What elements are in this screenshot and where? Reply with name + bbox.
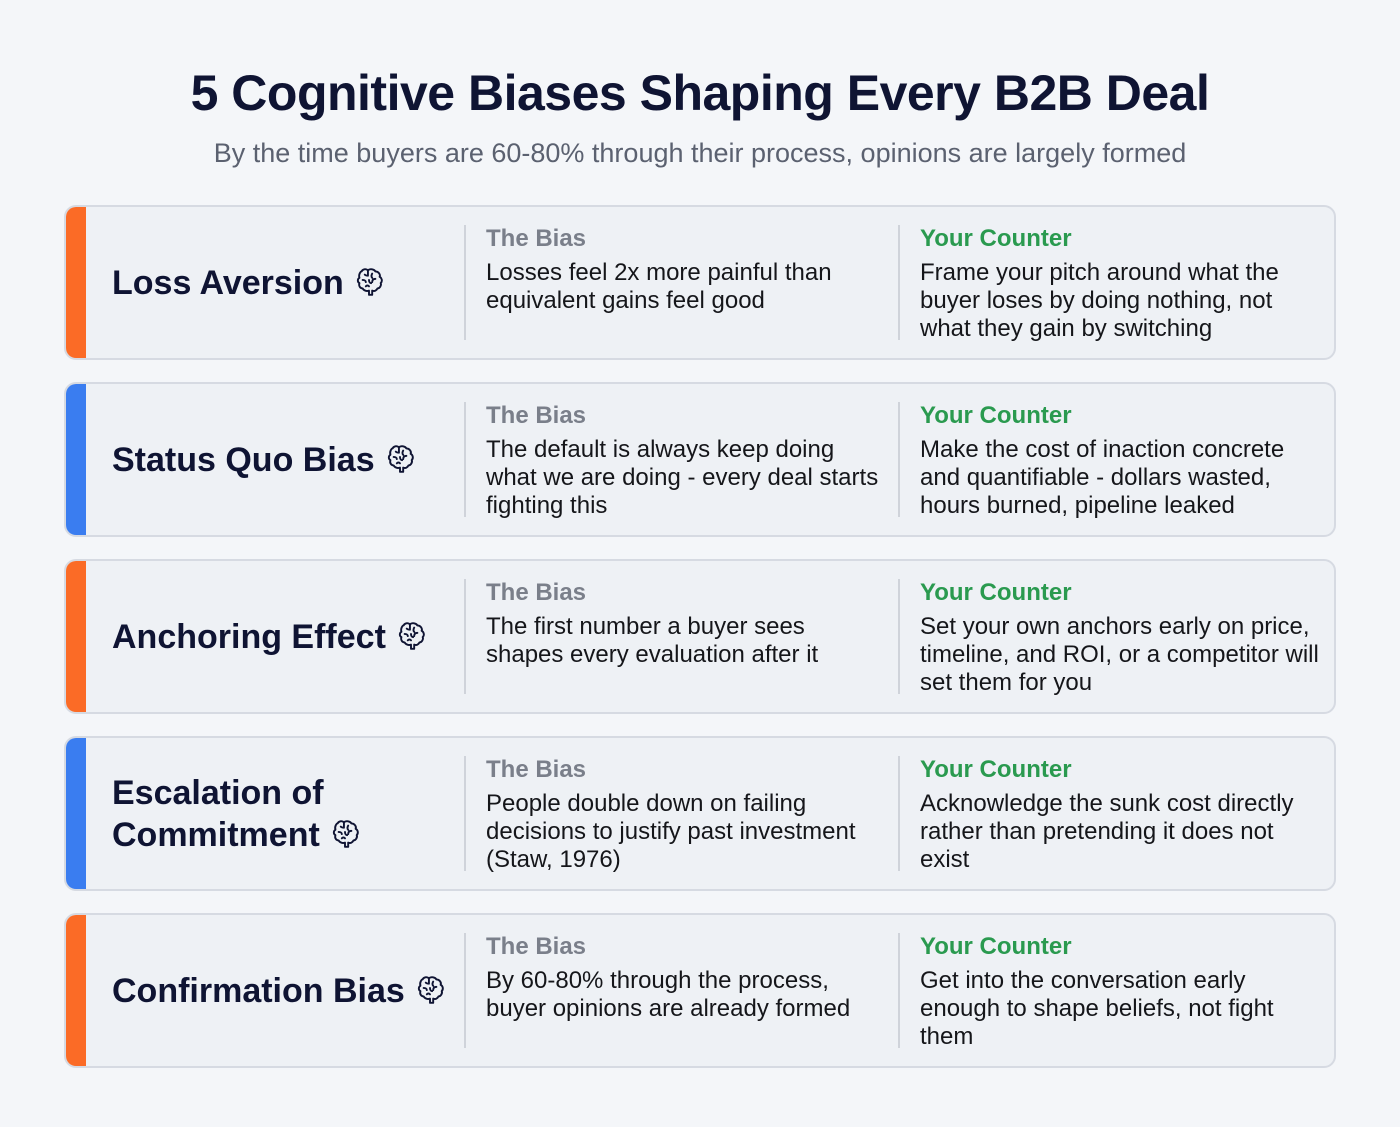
accent-bar: [66, 207, 86, 358]
bias-label: The Bias: [486, 402, 587, 429]
bias-name-cell: Anchoring Effect: [112, 561, 462, 712]
bias-label: The Bias: [486, 933, 587, 960]
counter-column: Your Counter Get into the conversation e…: [920, 933, 1320, 1051]
bias-name: Anchoring Effect: [112, 616, 428, 658]
column-divider: [898, 756, 900, 871]
counter-description: Make the cost of inaction concrete and q…: [920, 436, 1285, 519]
bias-column: The Bias The first number a buyer sees s…: [486, 579, 886, 669]
counter-description: Frame your pitch around what the buyer l…: [920, 259, 1279, 342]
counter-description: Get into the conversation early enough t…: [920, 967, 1274, 1050]
column-divider: [898, 402, 900, 517]
counter-label: Your Counter: [920, 579, 1072, 606]
bias-label: The Bias: [486, 225, 587, 252]
bias-label: The Bias: [486, 756, 587, 783]
accent-bar: [66, 738, 86, 889]
bias-column: The Bias Losses feel 2x more painful tha…: [486, 225, 886, 315]
accent-bar: [66, 561, 86, 712]
bias-description: By 60-80% through the process, buyer opi…: [486, 967, 851, 1022]
counter-label: Your Counter: [920, 402, 1072, 429]
bias-name-cell: Confirmation Bias: [112, 915, 462, 1066]
bias-description: The first number a buyer sees shapes eve…: [486, 613, 819, 668]
column-divider: [464, 756, 466, 871]
brain-icon: [387, 444, 414, 473]
column-divider: [898, 933, 900, 1048]
column-divider: [464, 579, 466, 694]
bias-name-text: Anchoring Effect: [112, 617, 386, 656]
page-subtitle: By the time buyers are 60-80% through th…: [213, 138, 1187, 168]
bias-name: Status Quo Bias: [112, 439, 417, 481]
bias-list: Loss Aversion The Bias Losses feel 2x mo…: [64, 205, 1336, 1090]
column-divider: [464, 933, 466, 1048]
brain-icon: [398, 621, 425, 650]
bias-name-text: Status Quo Bias: [112, 440, 375, 479]
counter-column: Your Counter Acknowledge the sunk cost d…: [920, 756, 1320, 874]
accent-bar: [66, 384, 86, 535]
bias-description: The default is always keep doing what we…: [486, 436, 879, 519]
page-title: 5 Cognitive Biases Shaping Every B2B Dea…: [190, 65, 1210, 121]
brain-icon: [417, 975, 444, 1004]
bias-row-confirmation: Confirmation Bias The Bias By 60-80% thr…: [64, 913, 1336, 1068]
bias-name-text: Loss Aversion: [112, 263, 344, 302]
bias-row-anchoring: Anchoring Effect The Bias The first numb…: [64, 559, 1336, 714]
bias-name: Confirmation Bias: [112, 970, 447, 1012]
counter-column: Your Counter Frame your pitch around wha…: [920, 225, 1320, 343]
counter-label: Your Counter: [920, 225, 1072, 252]
bias-column: The Bias People double down on failing d…: [486, 756, 886, 874]
brain-icon: [332, 819, 359, 848]
accent-bar: [66, 915, 86, 1066]
bias-label: The Bias: [486, 579, 587, 606]
bias-row-status-quo: Status Quo Bias The Bias The default is …: [64, 382, 1336, 537]
bias-name-cell: Status Quo Bias: [112, 384, 462, 535]
bias-name-cell: Escalation of Commitment: [112, 738, 462, 889]
bias-name: Escalation of Commitment: [112, 772, 412, 856]
counter-description: Set your own anchors early on price, tim…: [920, 613, 1319, 696]
bias-name-cell: Loss Aversion: [112, 207, 462, 358]
column-divider: [464, 225, 466, 340]
column-divider: [898, 225, 900, 340]
bias-name-text: Confirmation Bias: [112, 971, 405, 1010]
bias-description: People double down on failing decisions …: [486, 790, 856, 873]
bias-name-text: Escalation of Commitment: [112, 773, 324, 854]
bias-row-loss-aversion: Loss Aversion The Bias Losses feel 2x mo…: [64, 205, 1336, 360]
bias-row-escalation: Escalation of Commitment The Bias People…: [64, 736, 1336, 891]
counter-label: Your Counter: [920, 933, 1072, 960]
bias-column: The Bias The default is always keep doin…: [486, 402, 886, 520]
bias-name: Loss Aversion: [112, 262, 386, 304]
counter-column: Your Counter Set your own anchors early …: [920, 579, 1320, 697]
counter-column: Your Counter Make the cost of inaction c…: [920, 402, 1320, 520]
bias-description: Losses feel 2x more painful than equival…: [486, 259, 832, 314]
column-divider: [464, 402, 466, 517]
counter-label: Your Counter: [920, 756, 1072, 783]
bias-column: The Bias By 60-80% through the process, …: [486, 933, 886, 1023]
counter-description: Acknowledge the sunk cost directly rathe…: [920, 790, 1294, 873]
brain-icon: [356, 267, 383, 296]
column-divider: [898, 579, 900, 694]
